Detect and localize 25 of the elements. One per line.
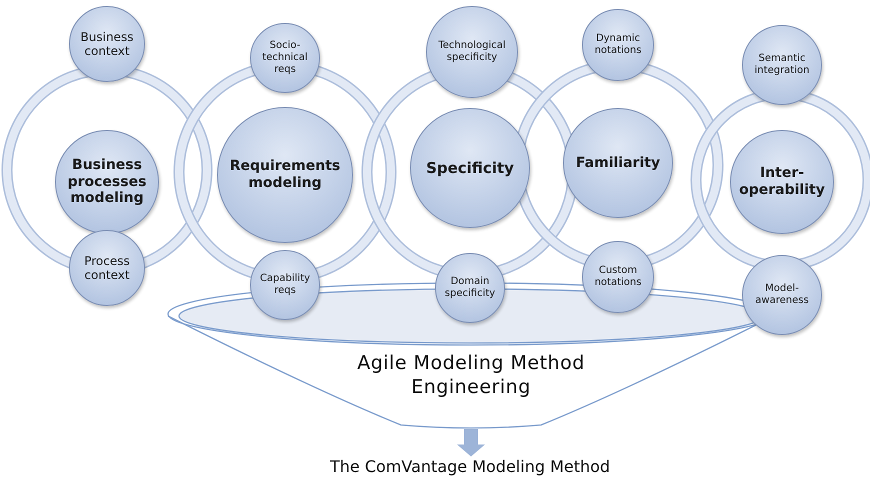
node-label: Business processes modeling	[66, 156, 148, 208]
circle-node	[250, 23, 320, 93]
node-label: Semantic integration	[754, 53, 810, 77]
node-label: Dynamic notations	[594, 33, 642, 57]
funnel-label: Agile Modeling Method Engineering	[356, 352, 586, 400]
node-label: Model-awareness	[754, 283, 810, 307]
circle-node	[742, 25, 822, 105]
node-label: Business context	[80, 30, 134, 58]
circle-node	[742, 255, 822, 335]
node-label: Familiarity	[576, 154, 660, 172]
node-label: Process context	[83, 254, 131, 282]
node-label: Capability reqs	[258, 273, 312, 297]
node-label: Inter-operability	[738, 165, 826, 199]
circle-node	[69, 230, 145, 306]
circle-node	[426, 6, 518, 98]
node-label: Requirements modeling	[228, 158, 342, 192]
node-label: Custom notations	[594, 265, 642, 289]
node-label: Socio-technical reqs	[261, 40, 309, 76]
node-label: Specificity	[426, 159, 514, 177]
result-label: The ComVantage Modeling Method	[330, 456, 610, 476]
node-label: Domain specificity	[444, 276, 496, 300]
arrow	[457, 429, 485, 456]
circle-node	[582, 9, 654, 81]
circle-node	[69, 6, 145, 82]
node-label: Technological specificity	[437, 40, 507, 64]
